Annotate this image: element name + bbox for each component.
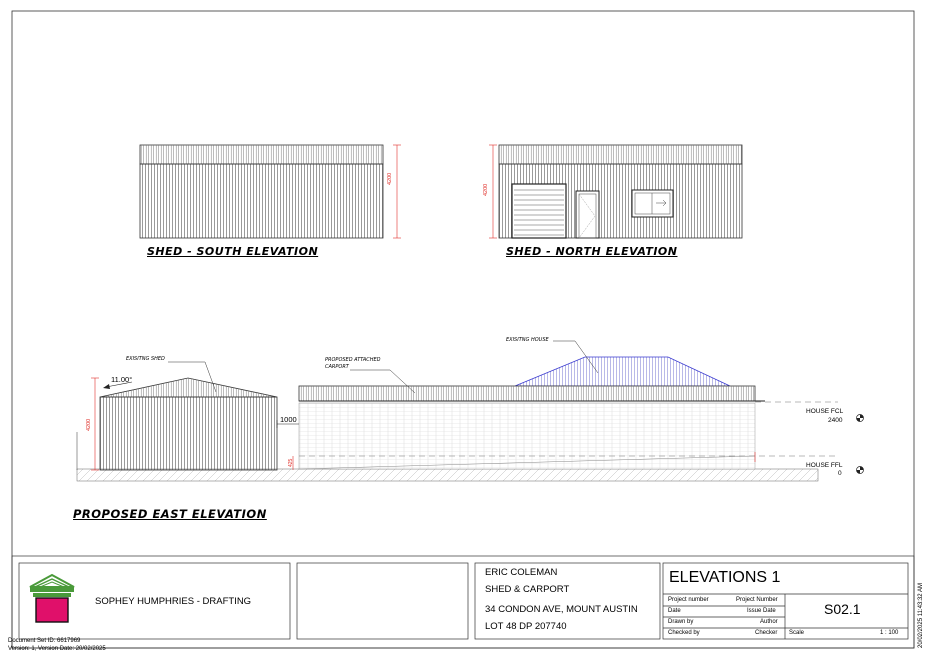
drawn-by-label: Drawn by <box>668 619 694 625</box>
house-fcl-value: 2400 <box>828 417 843 424</box>
date-value: Issue Date <box>747 608 776 614</box>
company-logo <box>29 573 75 623</box>
scale-value: 1 : 100 <box>880 630 899 636</box>
document-set-id: Document Set ID: 6617969 <box>8 638 81 644</box>
label-existing-house: EXISITNG HOUSE <box>506 337 549 343</box>
house-ffl-label: HOUSE FFL <box>806 462 843 469</box>
roof-pitch-label: 11.00° <box>111 375 133 384</box>
east-shed-height-dim: 4200 <box>86 418 92 431</box>
north-elevation <box>489 144 743 239</box>
project-number-value: Project Number <box>736 597 778 603</box>
house-ffl-value: 0 <box>838 470 842 477</box>
checked-by-value: Checker <box>755 630 778 636</box>
version-info: Version: 1, Version Date: 20/02/2025 <box>8 646 106 652</box>
print-timestamp: 20/02/2025 11:43:32 AM <box>918 583 924 648</box>
south-elevation <box>139 144 401 239</box>
title-block-frame <box>11 555 915 649</box>
date-label: Date <box>668 608 681 614</box>
company-name: SOPHEY HUMPHRIES - DRAFTING <box>95 596 252 607</box>
house-fcl-label: HOUSE FCL <box>806 408 844 415</box>
north-height-dim: 4200 <box>483 183 489 196</box>
project-number-label: Project number <box>668 597 709 603</box>
scale-label: Scale <box>789 630 805 636</box>
east-elevation-title: PROPOSED EAST ELEVATION <box>73 507 267 521</box>
north-elevation-title: SHED - NORTH ELEVATION <box>506 245 678 258</box>
label-carport-line2: CARPORT <box>325 364 349 370</box>
sheet-number: S02.1 <box>824 601 861 617</box>
drawn-by-value: Author <box>760 619 778 625</box>
sheet-title: ELEVATIONS 1 <box>669 569 781 586</box>
lot-number: LOT 48 DP 207740 <box>485 621 567 632</box>
project-name: SHED & CARPORT <box>485 584 570 595</box>
carport-dimension: 425 <box>288 458 294 467</box>
label-existing-shed: EXISITNG SHED <box>126 356 165 362</box>
label-carport-line1: PROPOSED ATTACHED <box>325 357 381 363</box>
client-name: ERIC COLEMAN <box>485 567 558 578</box>
gap-dimension: 1000 <box>280 415 297 424</box>
site-address: 34 CONDON AVE, MOUNT AUSTIN <box>485 604 638 615</box>
south-elevation-title: SHED - SOUTH ELEVATION <box>147 245 319 258</box>
east-elevation <box>76 340 864 482</box>
checked-by-label: Checked by <box>668 630 700 636</box>
south-height-dim: 4200 <box>387 172 393 185</box>
